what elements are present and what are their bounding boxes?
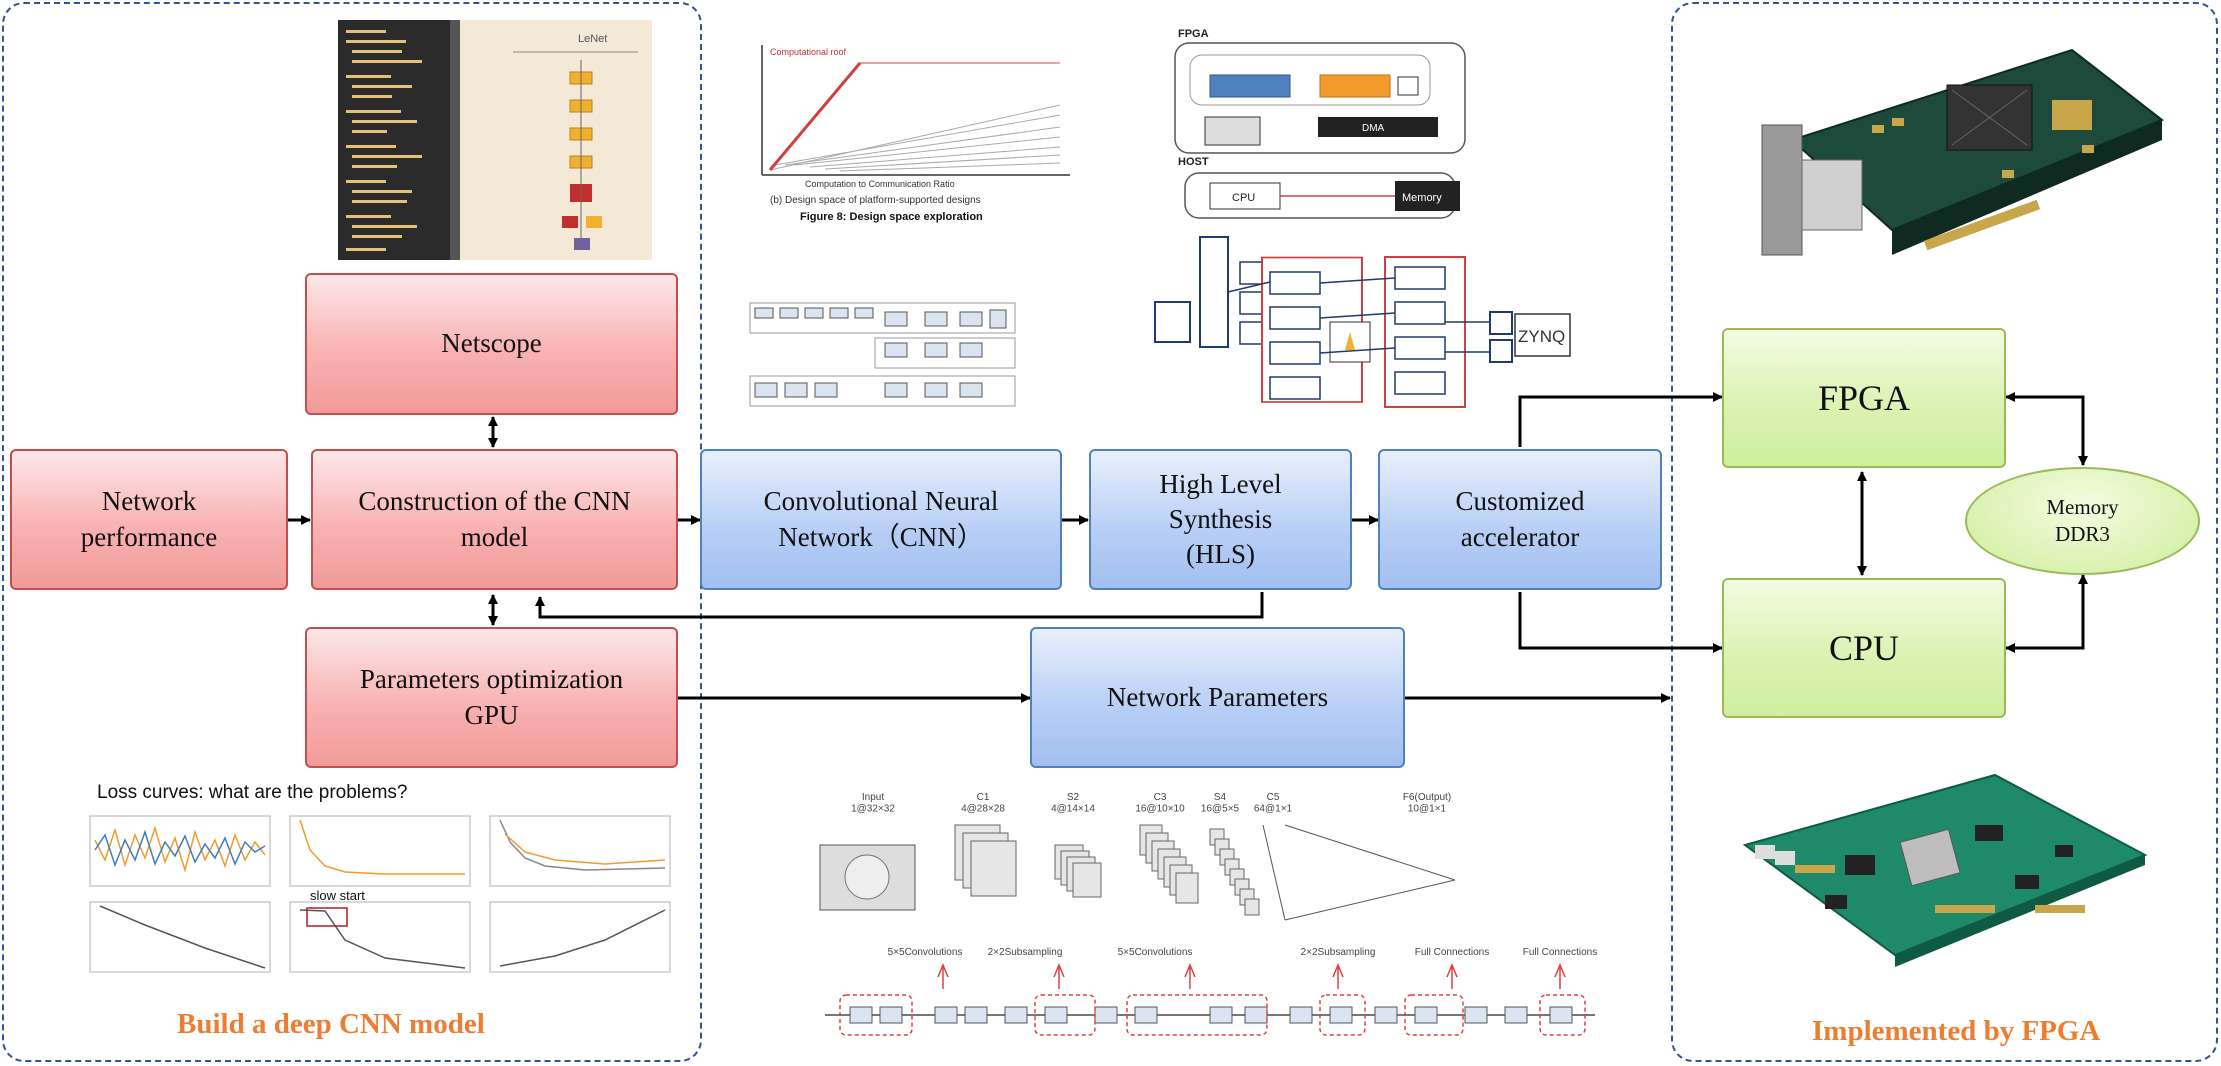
arrow-accelerator-cpu bbox=[1518, 592, 1723, 653]
lenet-bottom-label: 2×2Subsampling bbox=[988, 947, 1063, 958]
slow-start-label: slow start bbox=[310, 888, 365, 903]
roofline-xlabel: Computation to Communication Ratio bbox=[805, 179, 955, 189]
params-optimization-box: Parameters optimization GPU bbox=[305, 627, 678, 768]
loss-curves-image: Loss curves: what are the problems? slow bbox=[85, 780, 675, 980]
lenet-bottom-label: 5×5Convolutions bbox=[1118, 947, 1193, 958]
host-memory-label: Memory bbox=[1402, 192, 1442, 204]
zynq-label: ZYNQ bbox=[1518, 327, 1565, 346]
arrow-fpga-memory bbox=[2005, 392, 2088, 466]
lenet-bottom-label: 5×5Convolutions bbox=[888, 947, 963, 958]
arrow-hls-feedback bbox=[535, 592, 1264, 619]
left-caption: Build a deep CNN model bbox=[177, 1008, 485, 1040]
dma-label: DMA bbox=[1362, 123, 1385, 134]
right-panel bbox=[1671, 2, 2218, 1062]
loss-curves-title: Loss curves: what are the problems? bbox=[97, 782, 408, 803]
network-performance-box: Network performance bbox=[10, 449, 288, 590]
netscope-screenshot: LeNet bbox=[338, 20, 652, 260]
host-label: HOST bbox=[1178, 156, 1209, 168]
fpga-box: FPGA bbox=[1722, 328, 2006, 468]
lenet-bottom-label: Full Connections bbox=[1415, 947, 1489, 958]
right-caption: Implemented by FPGA bbox=[1812, 1015, 2101, 1047]
fpga-board-image-bottom bbox=[1735, 765, 2155, 985]
roofline-subcaption: (b) Design space of platform-supported d… bbox=[770, 195, 981, 206]
block-diagram-thumb bbox=[745, 298, 1020, 413]
network-parameters-box: Network Parameters bbox=[1030, 627, 1405, 768]
fpga-board-image-top bbox=[1752, 30, 2172, 285]
construction-box: Construction of the CNN model bbox=[311, 449, 678, 590]
cpu-box: CPU bbox=[1722, 578, 2006, 718]
fpga-diagram-label: FPGA bbox=[1178, 28, 1209, 40]
lenet-bottom-label: Full Connections bbox=[1523, 947, 1597, 958]
netscope-box: Netscope bbox=[305, 273, 678, 415]
customized-accelerator-box: Customized accelerator bbox=[1378, 449, 1662, 590]
svg-text:Computational roof: Computational roof bbox=[770, 47, 847, 57]
hls-box: High Level Synthesis (HLS) bbox=[1089, 449, 1352, 590]
lenet-bottom-label: 2×2Subsampling bbox=[1301, 947, 1376, 958]
roofline-caption: Figure 8: Design space exploration bbox=[800, 211, 983, 223]
lenet-top-label: F6(Output)10@1×1 bbox=[1403, 792, 1451, 815]
host-cpu-label: CPU bbox=[1232, 192, 1255, 204]
fpga-host-diagram: FPGA DMA HOST CPU Memory bbox=[1170, 25, 1470, 230]
arrow-accelerator-fpga bbox=[1518, 392, 1723, 447]
arrow-cpu-memory bbox=[2005, 574, 2088, 653]
svg-text:LeNet: LeNet bbox=[578, 33, 607, 45]
memory-ddr3-ellipse: Memory DDR3 bbox=[1965, 467, 2200, 575]
roofline-figure: Computational roof Computation to Commun… bbox=[730, 35, 1075, 230]
cnn-box: Convolutional Neural Network（CNN） bbox=[700, 449, 1062, 590]
zynq-diagram: ZYNQ bbox=[1150, 232, 1580, 415]
